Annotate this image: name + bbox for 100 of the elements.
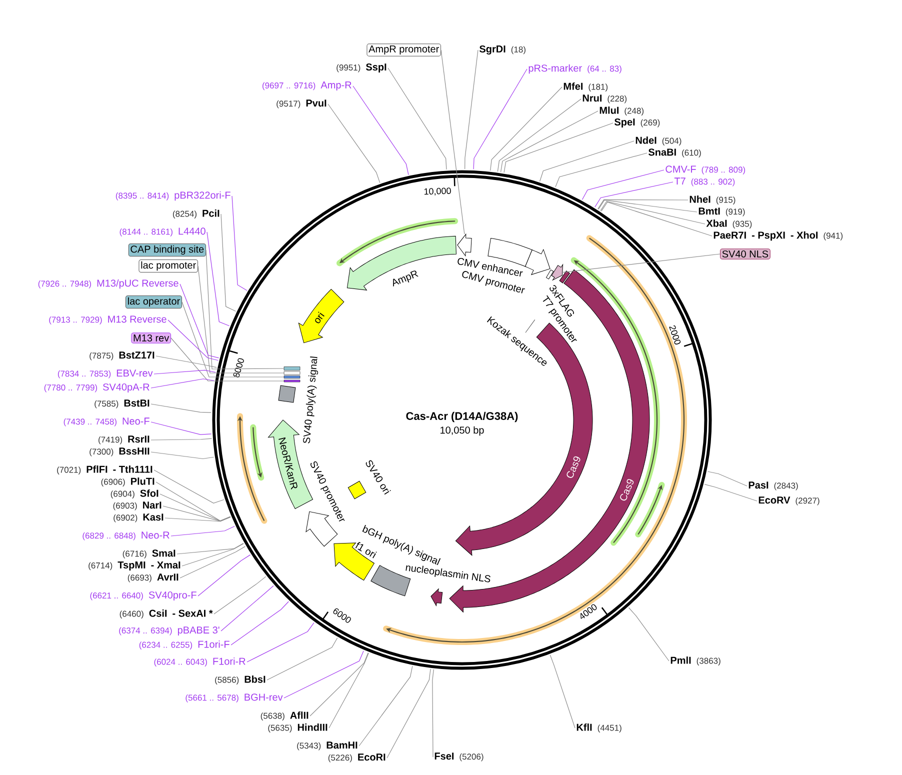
site-label: (5226) EcoRI [328, 754, 386, 762]
primer-label: (7926 .. 7948) M13/pUC Reverse [38, 279, 178, 289]
leader-line [150, 452, 214, 460]
leader-line [490, 86, 562, 171]
leader-line [150, 378, 214, 388]
leader-line [328, 652, 369, 728]
feature-arc: AmpR [346, 236, 456, 290]
primer-label: (6829 .. 6848) Neo-R [82, 532, 170, 540]
site-label: BmtI (919) [698, 208, 745, 216]
leader-line [504, 122, 614, 173]
leader-line [358, 666, 413, 746]
leader-line [154, 470, 224, 504]
primer-label: (8144 .. 8161) L4440 [120, 228, 206, 236]
site-label: (6903) NarI [113, 502, 162, 510]
leader-line [198, 266, 284, 374]
feature-bar [284, 371, 300, 375]
leader-line [473, 68, 528, 170]
primer-label: (7913 .. 7929) M13 Reverse [49, 316, 166, 324]
leader-line [388, 68, 447, 170]
leader-line [598, 199, 688, 210]
leader-line [432, 669, 434, 758]
site-label: NdeI (504) [636, 136, 682, 146]
leader-line [440, 50, 465, 234]
leader-line [540, 140, 634, 182]
leader-line [198, 554, 251, 596]
leader-line [328, 104, 380, 184]
site-label: SnaBI (610) [648, 148, 701, 158]
leader-line [230, 601, 289, 646]
site-label: (7419) RsrII [98, 436, 150, 444]
feature-bar [284, 376, 300, 378]
primer-label: pRS-marker (64 .. 83) [528, 64, 622, 74]
leader-line [562, 254, 720, 273]
site-label: (6902) KasI [114, 514, 164, 522]
leader-line [176, 543, 244, 554]
site-label: (6906) PluTI [101, 478, 154, 486]
site-label: FseI (5206) [434, 752, 484, 762]
feature-tag: SV40 NLS [720, 248, 770, 260]
leader-line [598, 200, 698, 212]
leader-line [182, 302, 284, 378]
leader-line [284, 650, 364, 698]
leader-line [180, 284, 220, 358]
scale-label: 10,000 [424, 188, 451, 196]
feature-bar [284, 366, 300, 370]
leader-line [206, 232, 230, 326]
primer-label: (6374 .. 6394) pBABE 3' [119, 626, 220, 636]
leader-line [162, 506, 231, 522]
primer-label: (6234 .. 6255) F1ori-F [139, 640, 230, 650]
leader-line [600, 201, 706, 224]
leader-line [220, 214, 236, 312]
site-label: (5343) BamHI [297, 742, 358, 750]
scale-label: 8000 [233, 358, 244, 378]
primer-label: (5661 .. 5678) BGH-rev [186, 694, 283, 702]
site-label: (6714) TspMI - XmaI [88, 562, 180, 570]
leader-line [246, 622, 314, 662]
leader-line [582, 170, 664, 200]
leader-line [497, 98, 582, 172]
site-label: SpeI (269) [614, 118, 660, 128]
leader-line [220, 585, 274, 632]
leader-line [232, 196, 248, 291]
leader-line [386, 668, 431, 758]
leader-line [310, 652, 368, 716]
scale-label: 6000 [333, 608, 351, 623]
primer-label: CMV-F (789 .. 809) [666, 166, 746, 174]
feature-tag: AmpR promoter [366, 44, 441, 56]
feature-tag: lac promoter [138, 259, 198, 272]
primer-label: (9697 .. 9716) Amp-R [262, 82, 352, 90]
site-label: (6693) AvrII [128, 574, 178, 582]
feature-arc: ori [298, 288, 344, 344]
leader-line [214, 576, 266, 614]
primer-label: (7439 .. 7458) Neo-F [64, 418, 150, 426]
site-label: SgrDI (18) [480, 45, 526, 55]
primer-label: (7834 .. 7853) EBV-rev [58, 370, 153, 378]
leader-line [550, 654, 576, 728]
site-label: (6460) CsiI - SexAI * [120, 610, 213, 618]
site-label: (7021) PflFI - Tth111I [57, 466, 152, 474]
site-label: (5635) HindIII [268, 724, 328, 732]
site-label: PmlI (3863) [670, 656, 720, 666]
site-label: KflI (4451) [576, 724, 622, 732]
primer-label: (7780 .. 7799) SV40pA-R [44, 383, 150, 393]
feature-arc [457, 234, 472, 256]
site-label: (6716) SmaI [122, 550, 176, 558]
site-label: (5856) BbsI [215, 676, 266, 684]
site-label: NheI (915) [690, 196, 736, 204]
site-label: (5638) AflII [260, 712, 308, 720]
site-label: XbaI (935) [706, 220, 752, 228]
site-label: (8254) PciI [172, 210, 220, 218]
leader-line [150, 422, 212, 435]
leader-line [628, 607, 670, 662]
leader-line [555, 152, 648, 188]
leader-line [182, 543, 244, 566]
feature-tag: CAP binding site [128, 243, 206, 256]
site-label: PaeR7I - PspXI - XhoI (941) [714, 231, 843, 241]
leader-line [154, 370, 216, 374]
leader-line [170, 526, 235, 536]
site-label: (7300) BssHII [90, 448, 150, 456]
leader-line [206, 250, 284, 370]
leader-line [156, 356, 217, 368]
site-label: (6904) SfoI [110, 490, 158, 498]
feature-tag: M13 rev [131, 332, 171, 344]
primer-label: T7 (883 .. 902) [674, 178, 735, 186]
